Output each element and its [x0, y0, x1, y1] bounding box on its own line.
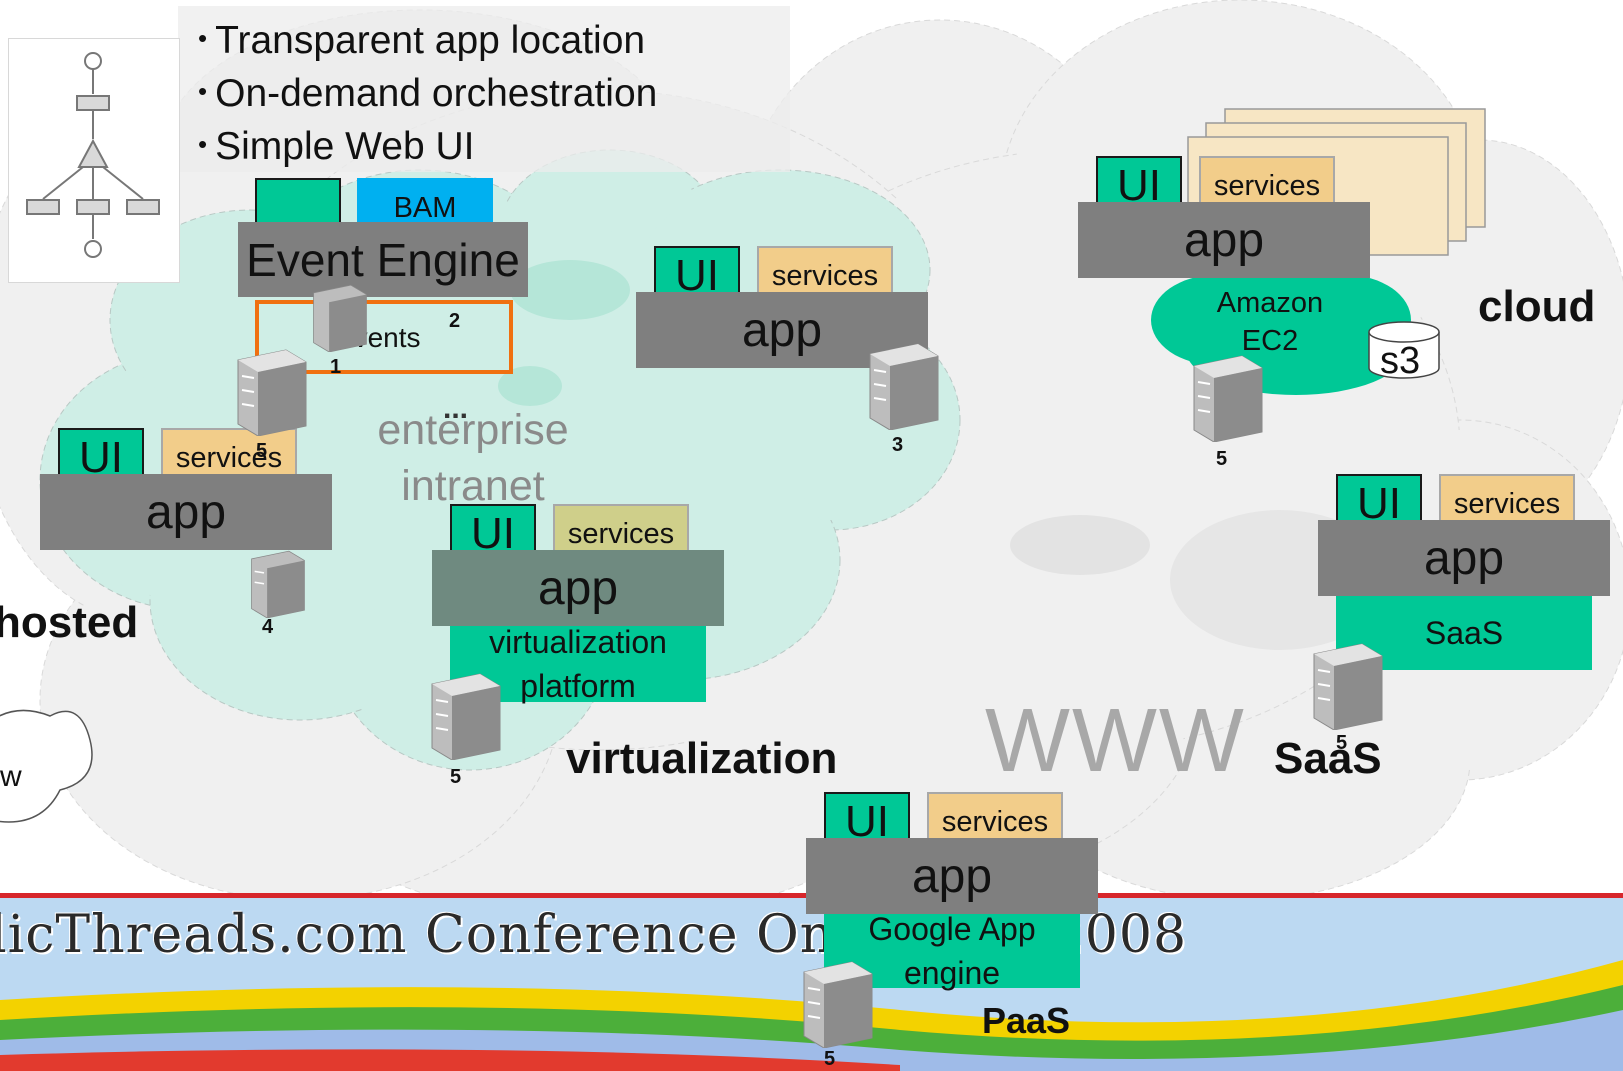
app-box: app — [1318, 520, 1610, 596]
saas-platform-label: SaaS — [1424, 615, 1504, 651]
bam-label: BAM — [393, 191, 457, 224]
server-number: 5 — [1336, 732, 1348, 754]
ec2-line2: EC2 — [1241, 325, 1299, 357]
ui-label: UI — [79, 433, 123, 482]
events-frame — [255, 300, 513, 374]
feature-bullets: Transparent app location On-demand orche… — [178, 6, 790, 172]
s3-label: s3 — [1380, 340, 1421, 382]
s3-storage-icon — [1368, 321, 1440, 379]
flowchart-thumbnail — [8, 38, 180, 283]
services-label: services — [175, 441, 283, 474]
intranet-label-line2: intranet — [401, 462, 545, 510]
hosted-label: hosted — [0, 598, 139, 647]
server-icon — [1193, 355, 1263, 442]
services-label: services — [771, 259, 879, 292]
intranet-label: enterprise intranet — [363, 402, 583, 514]
bullet-item: On-demand orchestration — [198, 69, 790, 122]
paas-label: PaaS — [982, 1000, 1071, 1041]
ec2-line1: Amazon — [1216, 287, 1324, 319]
ui-label: UI — [471, 509, 515, 558]
services-label: services — [1453, 487, 1561, 520]
ellipsis: ... — [443, 392, 469, 425]
server-number: 4 — [262, 616, 274, 638]
ui-label: UI — [675, 251, 719, 300]
bullet-item: Simple Web UI — [198, 122, 790, 175]
server-number: 5 — [824, 1048, 836, 1070]
cloud-label: cloud — [1478, 282, 1596, 331]
server-number: 3 — [892, 434, 904, 456]
app-label: app — [1183, 213, 1265, 267]
event-number: 2 — [449, 310, 461, 332]
google-app-engine-label: Google App engine — [868, 911, 1036, 991]
small-cloud — [0, 709, 93, 823]
server-number: 5 — [256, 440, 268, 462]
app-label: app — [537, 561, 619, 615]
virtualization-label: virtualization — [566, 734, 838, 783]
www-label: WWW — [985, 691, 1246, 791]
ui-label: UI — [845, 797, 889, 846]
ui-label: UI — [1357, 479, 1401, 528]
amazon-ec2-label: Amazon EC2 — [1200, 284, 1340, 360]
server-icon — [1313, 643, 1383, 730]
server-number: 5 — [450, 766, 462, 788]
server-icon — [431, 673, 501, 760]
server-icon — [803, 961, 873, 1048]
event-engine-box: Event Engine — [238, 222, 528, 297]
services-label: services — [567, 517, 675, 550]
server-icon — [237, 349, 307, 436]
platform-line2: platform — [520, 668, 636, 704]
bullet-item: Transparent app location — [198, 16, 790, 69]
event-number: 1 — [330, 356, 342, 378]
app-label: app — [1423, 531, 1505, 585]
app-box: app — [432, 550, 724, 626]
server-icon — [251, 550, 305, 618]
app-box: app — [806, 838, 1098, 914]
server-icon — [869, 343, 939, 430]
ui-box: UI — [58, 428, 144, 488]
app-box: app — [1078, 202, 1370, 278]
event-engine-title: Event Engine — [246, 233, 520, 286]
app-box: app — [40, 474, 332, 550]
intranet-label-line1: enterprise — [377, 406, 569, 454]
services-label: services — [941, 805, 1049, 838]
server-icon — [313, 284, 367, 352]
app-label: app — [911, 849, 993, 903]
flowchart-icon — [26, 52, 160, 258]
ui-label: UI — [1117, 161, 1161, 210]
server-number: 5 — [1216, 448, 1228, 470]
app-label: app — [741, 303, 823, 357]
services-label: services — [1213, 169, 1321, 202]
small-cloud-text: w — [0, 760, 22, 793]
app-label: app — [145, 485, 227, 539]
saas-label: SaaS — [1274, 734, 1382, 783]
platform-line1: virtualization — [489, 624, 667, 660]
